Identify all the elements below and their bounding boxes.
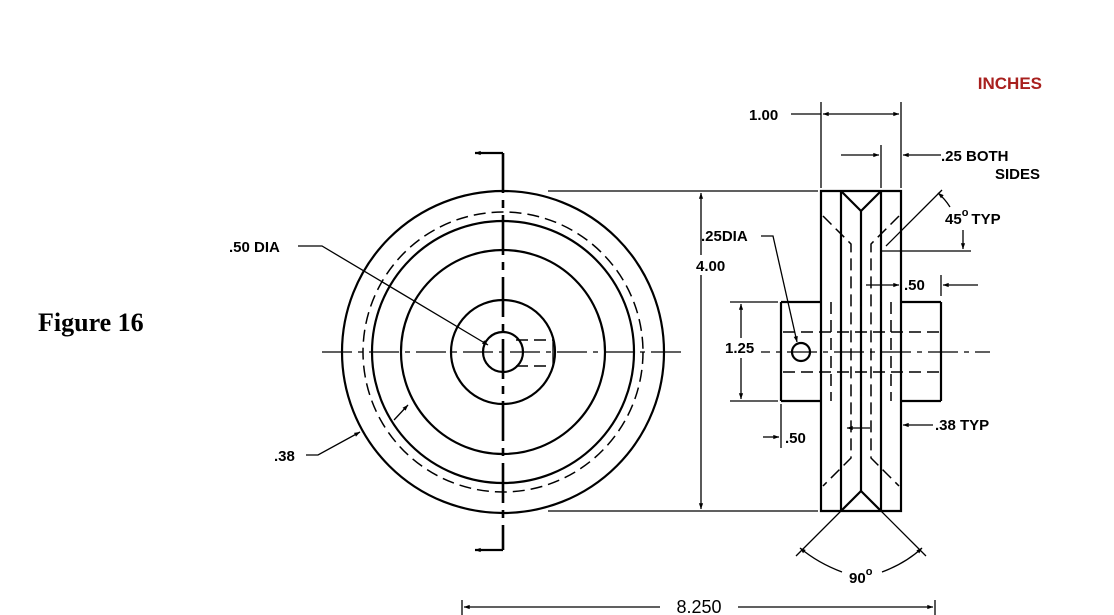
small-hole-leader (761, 235, 798, 343)
pulley-dia-label-bg (692, 255, 734, 275)
pulley-width-label: 1.00 (749, 107, 778, 124)
overall-width-dim: 8.250 (461, 597, 936, 615)
rim-thickness-label: .38 TYP (935, 417, 989, 434)
chamfer-angle-line (885, 189, 943, 247)
hub-dia-label: 1.25 (725, 340, 754, 357)
small-hole-dia-label: .25DIA (701, 228, 748, 245)
left-hidden-edge (822, 215, 852, 487)
v-groove-top (840, 190, 882, 213)
v-groove-bottom (840, 489, 882, 512)
front-view: .50 DIA .38 (229, 150, 682, 553)
groove-radius-label: .38 (274, 448, 295, 465)
hub-right-label: .50 (904, 277, 925, 294)
hole-dia-label: .50 DIA (229, 239, 280, 256)
groove-angle-arc-left (799, 547, 843, 573)
groove-angle-label: 90o (849, 566, 873, 587)
groove-angle-line-right (860, 490, 927, 557)
hub-left-label: .50 (785, 430, 806, 447)
hole-dia-leader (298, 245, 489, 346)
units-label: INCHES (978, 74, 1042, 93)
pulley-dia-label: 4.00 (696, 258, 725, 275)
overall-width-label: 8.250 (676, 597, 721, 615)
groove-offset-label-1: .25 BOTH (941, 148, 1009, 165)
rim-outline (819, 189, 903, 513)
groove-angle-arc-right (881, 547, 923, 573)
right-hidden-edge (870, 215, 900, 487)
chamfer-arc-arrow-1 (937, 192, 951, 208)
groove-angle-line-left (795, 490, 862, 557)
side-view: .25DIA 4.00 1.25 1.00 .25 BOTH SIDES 45o… (548, 102, 1040, 587)
groove-radius-leader (306, 431, 361, 456)
groove-offset-label-2: SIDES (995, 166, 1040, 183)
groove-radius-arrow (393, 404, 409, 421)
hub-dia-label-bg (723, 338, 761, 358)
figure-caption: Figure 16 (38, 308, 144, 337)
